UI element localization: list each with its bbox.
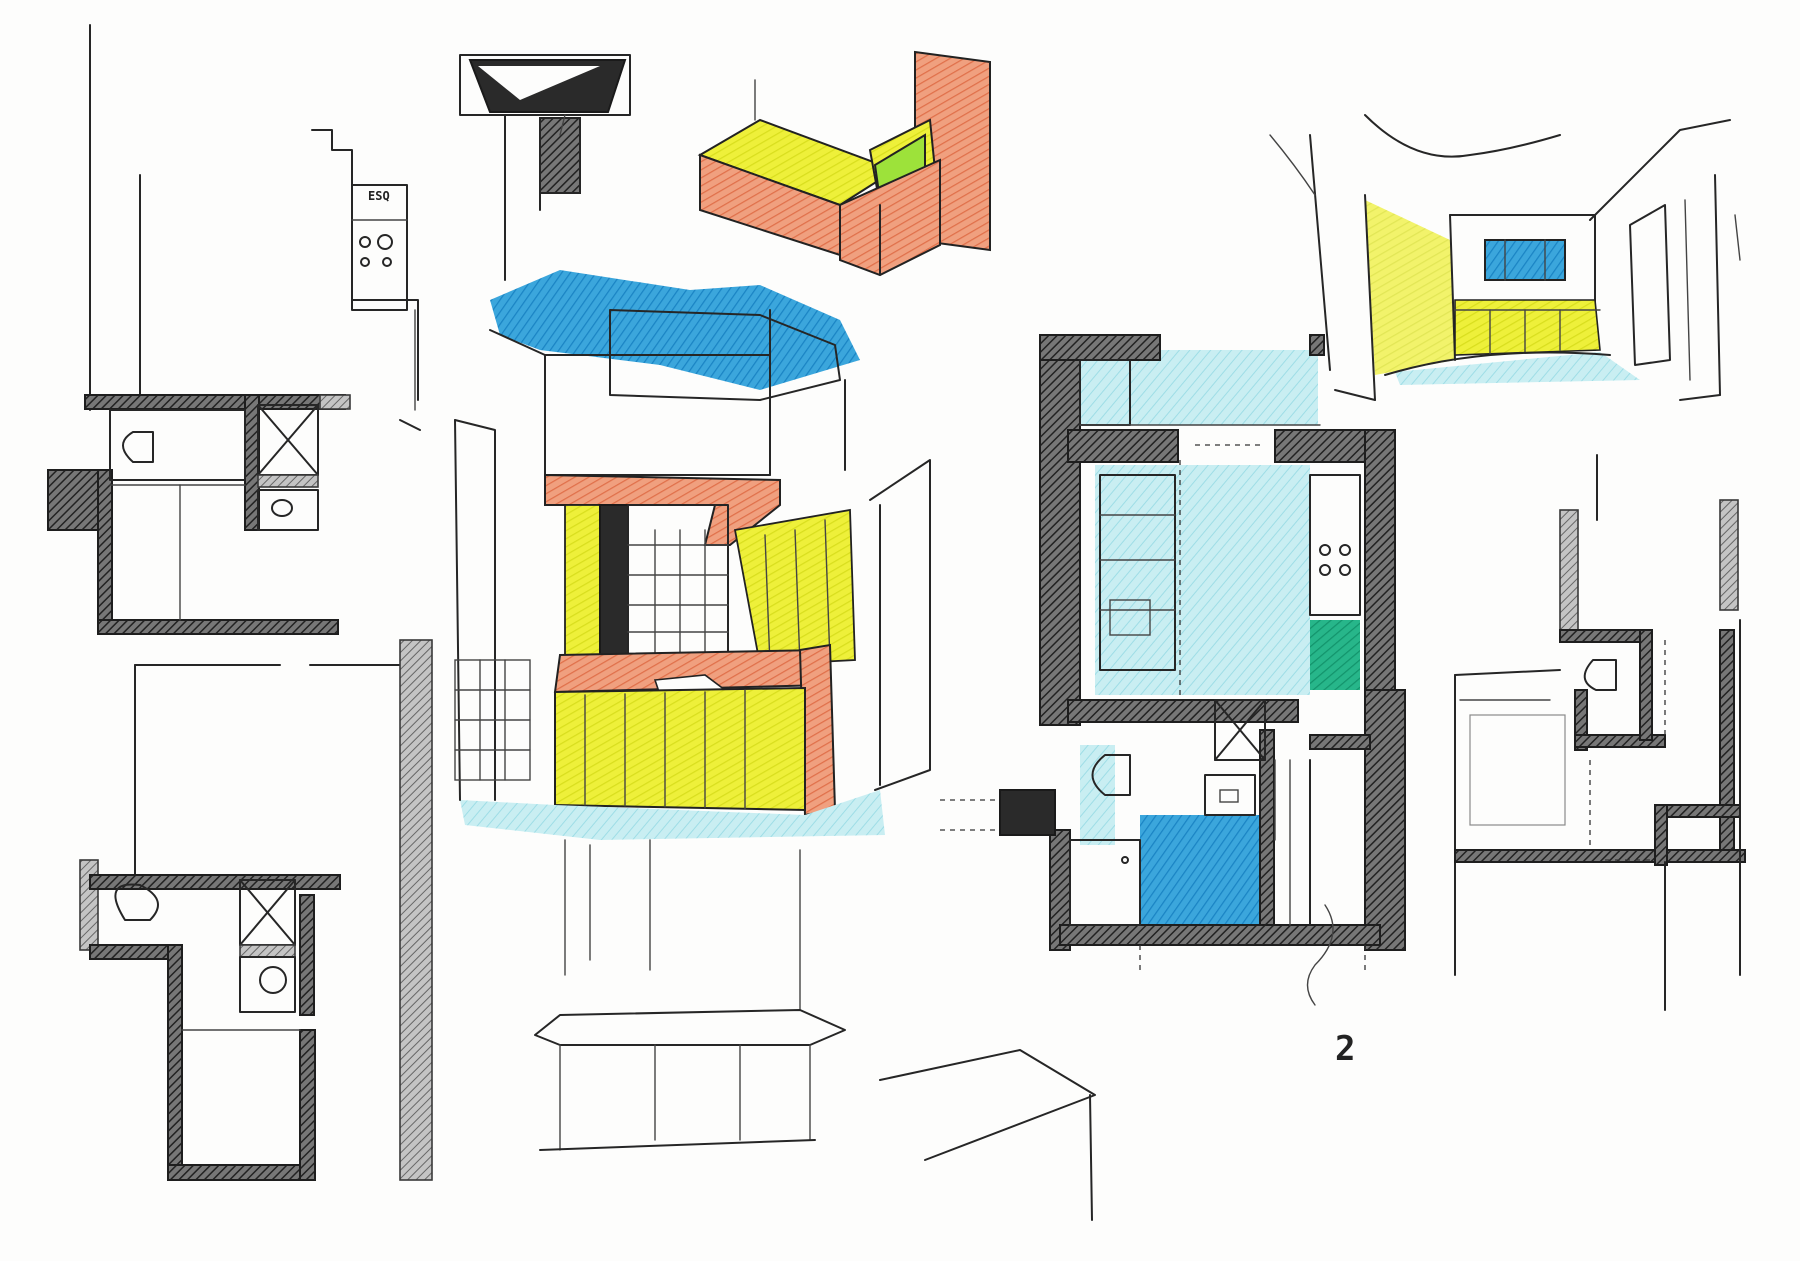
plan-top-left: ESQ (47, 24, 421, 635)
apartment-plan: 2 (940, 334, 1406, 1069)
kitchen-perspective (454, 270, 931, 840)
plan-bottom-left (79, 639, 433, 1181)
stair-number: 2 (1335, 1029, 1355, 1069)
bench-sketch (534, 839, 1096, 1221)
counter-axonometric (697, 50, 991, 277)
corridor-perspective (1269, 114, 1741, 401)
stove-label: ESQ (368, 189, 390, 203)
plan-right (1454, 454, 1746, 1011)
section-detail (459, 54, 631, 281)
